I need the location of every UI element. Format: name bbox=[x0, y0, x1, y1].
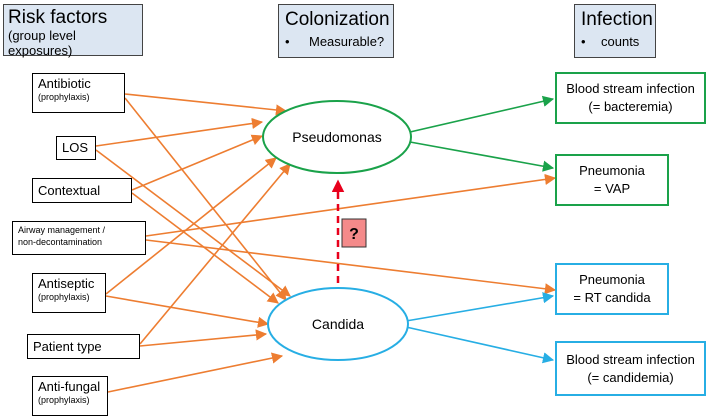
pseudomonas-node-shape bbox=[262, 100, 412, 174]
infection-subtitle: counts bbox=[601, 34, 640, 49]
risk-factor-contextual: Contextual bbox=[32, 178, 132, 203]
outcome-bacteremia: Blood stream infection (= bacteremia) bbox=[555, 72, 706, 124]
risk-factor-label-2: non-decontamination bbox=[18, 237, 103, 247]
risk-factor-antifungal: Anti-fungal (prophylaxis) bbox=[32, 376, 108, 416]
candida-label: Candida bbox=[312, 316, 364, 332]
arrow-patient-candida bbox=[139, 329, 268, 347]
arrow-candida-rt-candida bbox=[405, 292, 555, 322]
outcome-line1: Blood stream infection bbox=[566, 81, 695, 96]
colonization-header: Colonization • Measurable? bbox=[278, 4, 394, 58]
candida-node-shape bbox=[267, 287, 409, 361]
risk-factor-antiseptic: Antiseptic (prophylaxis) bbox=[32, 273, 106, 313]
risk-arrows bbox=[95, 93, 557, 393]
risk-factors-header: Risk factors (group level exposures) bbox=[3, 4, 143, 58]
arrow-patient-pseudomonas bbox=[139, 163, 291, 345]
arrow-los-pseudomonas bbox=[95, 117, 264, 147]
risk-factor-patient-type: Patient type bbox=[27, 334, 140, 359]
pseudomonas-arrows bbox=[409, 95, 555, 172]
arrow-los-candida bbox=[95, 149, 291, 297]
risk-factor-label: Anti-fungal bbox=[38, 379, 101, 394]
risk-factor-antibiotic: Antibiotic (prophylaxis) bbox=[32, 73, 125, 113]
risk-factor-note: (prophylaxis) bbox=[38, 395, 90, 405]
outcome-rt-candida: Pneumonia = RT candida bbox=[555, 263, 669, 315]
risk-factor-los: LOS bbox=[56, 136, 96, 160]
infection-bullet: • bbox=[581, 34, 586, 49]
risk-factor-label: Contextual bbox=[38, 182, 101, 198]
risk-factor-note: (prophylaxis) bbox=[38, 292, 90, 302]
colonization-title: Colonization bbox=[285, 9, 390, 30]
arrow-candida-candidemia bbox=[405, 326, 555, 364]
link-question-badge bbox=[341, 218, 367, 248]
colonization-subtitle: Measurable? bbox=[309, 34, 385, 49]
arrow-airway-vap bbox=[145, 173, 557, 237]
outcome-line1: Blood stream infection bbox=[566, 351, 695, 367]
risk-factor-airway: Airway management / non-decontamination bbox=[12, 221, 146, 255]
outcome-line2: (= bacteremia) bbox=[588, 99, 673, 114]
risk-factors-subtitle: (group level exposures) bbox=[8, 28, 76, 58]
arrow-antiseptic-pseudomonas bbox=[105, 157, 277, 295]
outcome-vap: Pneumonia = VAP bbox=[555, 154, 669, 206]
arrow-antiseptic-candida bbox=[105, 295, 270, 328]
infection-header: Infection • counts bbox=[574, 4, 656, 58]
arrow-pseudomonas-vap bbox=[409, 141, 555, 172]
arrow-antibiotic-pseudomonas bbox=[124, 93, 288, 116]
outcome-line1: Pneumonia bbox=[579, 272, 645, 287]
arrow-antifungal-candida bbox=[107, 352, 284, 393]
outcome-line2: = RT candida bbox=[573, 290, 651, 305]
outcome-line2: = VAP bbox=[593, 181, 631, 196]
arrow-antibiotic-candida bbox=[124, 97, 287, 301]
link-question-label: ? bbox=[349, 226, 359, 243]
risk-factor-label: Antiseptic bbox=[38, 276, 95, 291]
risk-factor-label: Patient type bbox=[33, 338, 102, 354]
risk-factors-title: Risk factors bbox=[8, 7, 108, 28]
arrow-airway-rt-candida bbox=[145, 239, 557, 295]
arrow-contextual-pseudomonas bbox=[131, 134, 264, 191]
candida-arrows bbox=[405, 292, 555, 364]
outcome-candidemia: Blood stream infection (= candidemia) bbox=[555, 341, 706, 396]
outcome-line2: (= candidemia) bbox=[587, 369, 674, 385]
colonization-bullet: • bbox=[285, 34, 290, 49]
pseudomonas-label: Pseudomonas bbox=[292, 129, 382, 145]
outcome-line1: Pneumonia bbox=[579, 163, 645, 178]
arrow-pseudomonas-bacteremia bbox=[409, 95, 555, 133]
risk-factor-note: (prophylaxis) bbox=[38, 92, 90, 102]
risk-factor-label: Airway management / bbox=[18, 225, 106, 235]
infection-title: Infection bbox=[581, 9, 653, 30]
risk-factor-label: LOS bbox=[62, 140, 89, 155]
risk-factor-label: Antibiotic bbox=[38, 76, 91, 91]
